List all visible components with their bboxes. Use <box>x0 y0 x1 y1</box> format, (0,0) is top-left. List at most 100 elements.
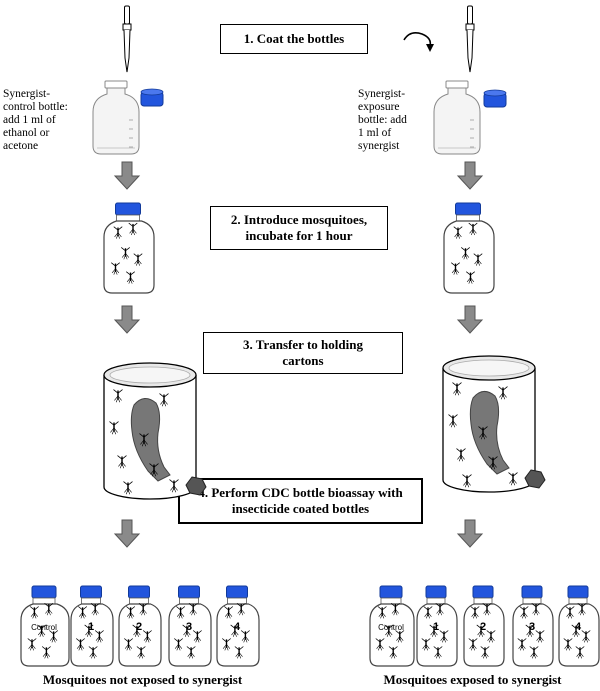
mosquito-icon <box>421 638 431 651</box>
bottle-number-label: 1 <box>433 621 439 633</box>
mosquito-icon <box>27 638 37 651</box>
right-note: Synergist- exposure bottle: add 1 ml of … <box>358 88 438 153</box>
mosquito-icon <box>468 222 478 236</box>
mosquito-icon <box>84 624 94 637</box>
left-note-line: ethanol or <box>3 127 50 139</box>
control-test-bottle: Control <box>369 585 415 667</box>
left-note-line: Synergist- <box>3 88 51 100</box>
mosquito-icon <box>476 624 486 637</box>
mosquito-icon <box>525 624 535 637</box>
mosquito-icon <box>453 226 463 239</box>
left-note: Synergist- control bottle: add 1 ml of e… <box>3 88 95 153</box>
mosquito-icon <box>78 606 88 619</box>
down-arrow-icon <box>456 305 484 334</box>
left-note-line: add 1 ml of <box>3 114 56 126</box>
pipette-icon <box>465 5 475 73</box>
caption-right: Mosquitoes exposed to synergist <box>383 672 562 687</box>
mosquito-icon <box>433 646 443 659</box>
mosquito-icon <box>575 646 585 659</box>
mosquito-icon <box>461 247 470 260</box>
down-arrow-icon <box>113 519 141 548</box>
sleeve-icon <box>130 398 171 482</box>
mosquito-icon <box>132 624 142 637</box>
mosquito-icon <box>462 474 472 488</box>
mosquito-icon <box>517 638 527 651</box>
step3-label-line1: 3. Transfer to holding <box>243 337 363 352</box>
mosquito-icon <box>395 630 405 643</box>
down-arrow-icon <box>113 161 141 190</box>
mosquito-icon <box>388 646 398 659</box>
mosquito-icon <box>531 603 541 616</box>
mosquito-icon <box>109 421 119 435</box>
control-label: Control <box>31 623 57 632</box>
mosquito-icon <box>44 603 54 616</box>
mosquito-icon <box>577 603 587 616</box>
holding-carton-control <box>103 362 207 500</box>
mosquito-icon <box>581 630 591 643</box>
mosquito-icon <box>111 262 120 275</box>
mosquito-icon <box>236 603 246 616</box>
mosquito-icon <box>508 472 518 486</box>
step2-label-line1: 2. Introduce mosquitoes, <box>230 212 368 227</box>
down-arrow-icon <box>456 161 484 190</box>
mosquito-icon <box>565 606 575 619</box>
mosquito-icon <box>117 455 127 469</box>
down-arrow-icon <box>456 519 484 548</box>
mosquito-icon <box>456 448 466 462</box>
step4-box: 4. Perform CDC bottle bioassay with inse… <box>178 478 423 524</box>
mosquito-icon <box>136 646 146 659</box>
mosquito-icon <box>139 433 149 447</box>
mosquito-icon <box>535 630 545 643</box>
mosquito-icon <box>169 479 179 493</box>
mosquito-icon <box>240 630 250 643</box>
test-bottle: 3 <box>512 585 554 667</box>
mosquito-icon <box>478 426 488 440</box>
mosquito-icon <box>41 646 51 659</box>
control-bottle <box>92 80 140 155</box>
step1-box: 1. Coat the bottles <box>220 24 368 54</box>
mosquito-icon <box>94 630 104 643</box>
mosquito-icon <box>473 253 483 266</box>
mosquito-icon <box>563 638 573 651</box>
mosquito-icon <box>123 481 133 495</box>
mosquito-icon <box>133 253 143 266</box>
bottle-number-label: 4 <box>575 621 582 633</box>
mosquito-icon <box>49 630 59 643</box>
incubation-bottle-synergist <box>443 202 495 294</box>
test-bottle: 1 <box>416 585 458 667</box>
mosquito-icon <box>113 226 123 239</box>
mosquito-icon <box>529 646 539 659</box>
right-note-line: synergist <box>358 140 400 152</box>
stopper-icon <box>185 476 207 496</box>
test-bottle: 4 <box>216 585 260 667</box>
mosquito-icon <box>571 624 581 637</box>
mosquito-icon <box>113 389 123 403</box>
mosquito-icon <box>124 638 133 651</box>
mosquito-icon <box>182 624 192 637</box>
mosquito-icon <box>90 603 100 616</box>
right-note-line: exposure <box>358 101 400 113</box>
mosquito-icon <box>377 606 387 619</box>
right-note-line: Synergist- <box>358 88 406 100</box>
mosquito-icon <box>192 630 202 643</box>
mosquito-icon <box>423 606 433 619</box>
mosquito-icon <box>37 624 47 637</box>
mosquito-icon <box>126 606 136 619</box>
mosquito-icon <box>488 456 498 470</box>
mosquito-icon <box>159 393 169 407</box>
control-label: Control <box>378 623 404 632</box>
mosquito-icon <box>468 638 478 651</box>
right-note-line: 1 ml of <box>358 127 392 139</box>
mosquito-icon <box>142 630 152 643</box>
test-bottle: 2 <box>118 585 162 667</box>
mosquito-icon <box>186 646 196 659</box>
bottle-number-label: 3 <box>529 621 535 633</box>
test-bottle: 3 <box>168 585 212 667</box>
mosquito-icon <box>480 646 490 659</box>
sleeve-icon <box>469 391 510 475</box>
bottle-number-label: 3 <box>186 621 192 633</box>
mosquito-icon <box>435 603 445 616</box>
mosquito-icon <box>466 271 475 284</box>
holding-carton-synergist <box>442 355 546 493</box>
